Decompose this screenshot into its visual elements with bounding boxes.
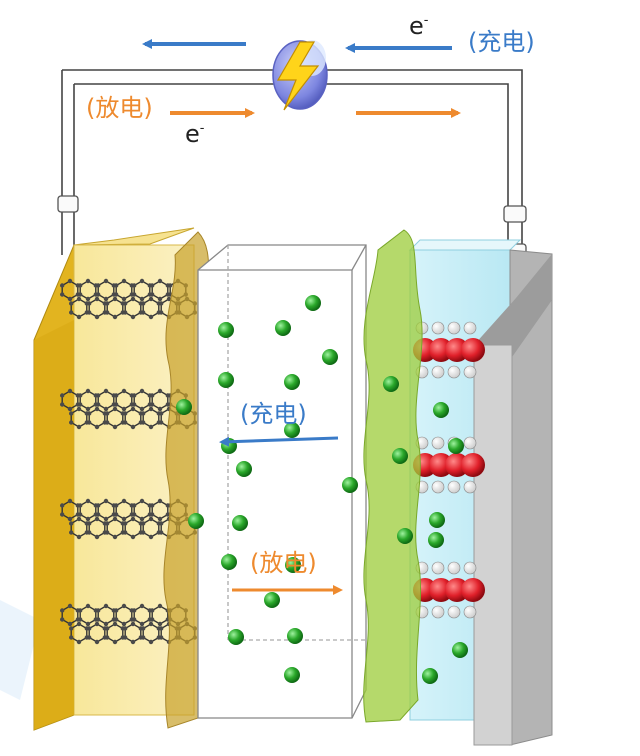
lithium-ion-sphere bbox=[448, 438, 464, 454]
electron-label-top: e- bbox=[409, 12, 429, 40]
charge-arrow-middle bbox=[219, 436, 339, 447]
lithium-ion-sphere bbox=[284, 667, 300, 683]
lithium-ion-sphere bbox=[422, 668, 438, 684]
discharge-label-middle: (放电) bbox=[250, 549, 317, 577]
oxide-layer-1 bbox=[413, 321, 485, 379]
oxide-layer-3 bbox=[413, 561, 485, 619]
lithium-ion-sphere bbox=[322, 349, 338, 365]
lithium-ion-sphere bbox=[228, 629, 244, 645]
lithium-ion-sphere bbox=[232, 515, 248, 531]
lithium-ion-sphere bbox=[264, 592, 280, 608]
lithium-ion-sphere bbox=[218, 322, 234, 338]
graphite-layer-2 bbox=[60, 388, 197, 430]
charge-label-middle: (充电) bbox=[240, 400, 307, 428]
lithium-ion-sphere bbox=[287, 628, 303, 644]
lithium-ion-group bbox=[176, 295, 468, 684]
electrolyte-box bbox=[197, 244, 367, 719]
lithium-ion-sphere bbox=[188, 513, 204, 529]
lithium-ion-sphere bbox=[221, 554, 237, 570]
lithium-ion-sphere bbox=[433, 402, 449, 418]
background-wedge bbox=[0, 600, 40, 700]
discharge-label-top: (放电) bbox=[86, 94, 153, 122]
lithium-ion-sphere bbox=[285, 557, 301, 573]
lithium-ion-sphere bbox=[452, 642, 468, 658]
lithium-ion-sphere bbox=[429, 512, 445, 528]
lithium-ion-sphere bbox=[236, 461, 252, 477]
lithium-ion-sphere bbox=[392, 448, 408, 464]
lithium-ion-sphere bbox=[176, 399, 192, 415]
oxide-layer-2 bbox=[413, 436, 485, 494]
lithium-ion-sphere bbox=[305, 295, 321, 311]
charge-label-top: (充电) bbox=[468, 28, 535, 56]
lithium-ion-sphere bbox=[284, 422, 300, 438]
cathode-interface-film bbox=[363, 229, 423, 723]
lithium-ion-sphere bbox=[218, 372, 234, 388]
lithium-ion-sphere bbox=[275, 320, 291, 336]
lithium-ion-sphere bbox=[397, 528, 413, 544]
electron-label-left: e- bbox=[185, 120, 205, 148]
lithium-ion-sphere bbox=[284, 374, 300, 390]
lithium-ion-sphere bbox=[383, 376, 399, 392]
lightning-bulb-icon bbox=[272, 40, 328, 111]
external-circuit-wire bbox=[61, 69, 523, 300]
graphite-layer-1 bbox=[60, 278, 197, 320]
lithium-ion-sphere bbox=[428, 532, 444, 548]
lithium-ion-sphere bbox=[342, 477, 358, 493]
